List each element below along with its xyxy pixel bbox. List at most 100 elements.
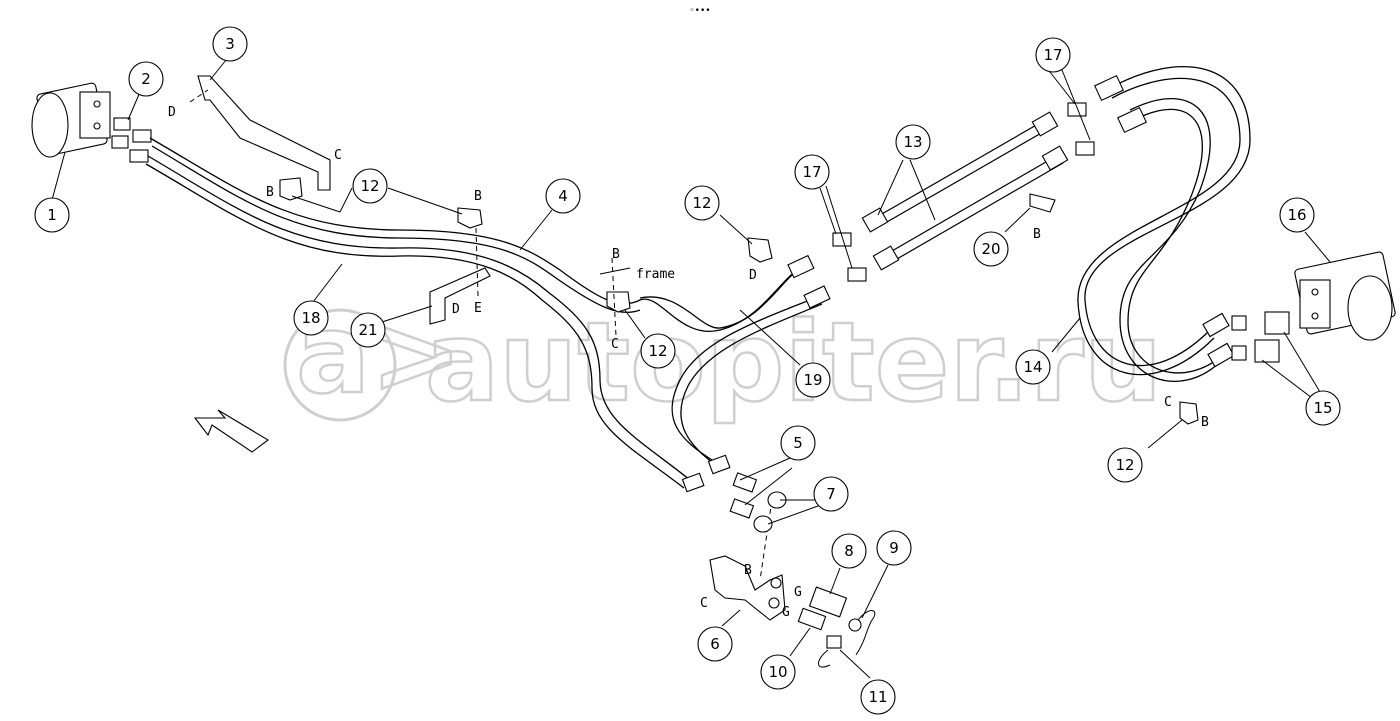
- bracket-3: [197, 75, 331, 191]
- letter-d: D: [749, 268, 757, 283]
- callout-17-a: 17: [1035, 37, 1071, 73]
- elbow-fitting: [1231, 345, 1247, 361]
- callout-12-c: 12: [640, 333, 676, 369]
- plug-11: [826, 635, 842, 649]
- svg-text:14: 14: [1023, 358, 1042, 376]
- callout-14: 14: [1015, 349, 1051, 385]
- letter-g: G: [782, 605, 790, 620]
- fitting-17: [1067, 102, 1087, 117]
- callout-3: 3: [212, 26, 248, 62]
- callout-7: 7: [813, 476, 849, 512]
- bracket-6: [709, 555, 786, 621]
- letter-b: B: [1201, 415, 1209, 430]
- svg-text:4: 4: [558, 187, 568, 205]
- letter-c: C: [334, 148, 342, 163]
- callout-9: 9: [876, 530, 912, 566]
- fitting-17: [832, 232, 852, 247]
- callout-16: 16: [1279, 197, 1315, 233]
- callout-8: 8: [831, 533, 867, 569]
- letter-c: C: [1164, 395, 1172, 410]
- svg-text:12: 12: [1115, 456, 1134, 474]
- cap-9: [848, 618, 862, 632]
- clamp-12: [1179, 401, 1199, 425]
- svg-text:19: 19: [803, 371, 822, 389]
- letter-b: B: [474, 189, 482, 204]
- coupler-8: [808, 586, 848, 618]
- svg-text:12: 12: [360, 177, 379, 195]
- elbow-15: [1254, 339, 1280, 363]
- letter-d: D: [452, 302, 460, 317]
- frame-label: frame: [636, 267, 675, 282]
- callout-17-b: 17: [794, 154, 830, 190]
- callout-13: 13: [895, 124, 931, 160]
- svg-text:10: 10: [768, 663, 787, 681]
- svg-text:18: 18: [301, 309, 320, 327]
- watermark-text: autopiter.ru: [425, 298, 1162, 426]
- svg-text:7: 7: [826, 485, 836, 503]
- fittings-2: [111, 117, 152, 163]
- tube-nut: [1031, 111, 1059, 137]
- svg-text:2: 2: [141, 70, 151, 88]
- callout-1: 1: [34, 197, 70, 233]
- watermark-logo-icon: [283, 308, 397, 422]
- svg-text:12: 12: [648, 342, 667, 360]
- clamp-20: [1029, 193, 1056, 213]
- fitting-5: [729, 498, 755, 519]
- svg-text:21: 21: [358, 321, 377, 339]
- clamp-12: [747, 237, 773, 263]
- callout-21: 21: [350, 312, 386, 348]
- callout-19: 19: [795, 362, 831, 398]
- letter-c: C: [700, 596, 708, 611]
- svg-text:9: 9: [889, 539, 899, 557]
- fitting-10: [797, 607, 827, 631]
- svg-text:15: 15: [1313, 399, 1332, 417]
- svg-text:17: 17: [802, 163, 821, 181]
- letter-b: B: [1033, 227, 1041, 242]
- fitting-5: [732, 472, 758, 493]
- bracket-21: [429, 267, 491, 325]
- callout-11: 11: [860, 679, 896, 715]
- washer-7: [753, 515, 773, 533]
- svg-text:5: 5: [793, 434, 803, 452]
- svg-text:20: 20: [981, 240, 1000, 258]
- callout-6: 6: [697, 626, 733, 662]
- clamp-12: [606, 291, 631, 313]
- fitting-17: [847, 267, 867, 282]
- callout-18: 18: [293, 300, 329, 336]
- elbow-15: [1264, 311, 1290, 335]
- svg-text:16: 16: [1287, 206, 1306, 224]
- callouts: 1 2 3 4 5 6 7 8 9 10 11 12 12 12 12 13 1…: [34, 26, 1341, 715]
- svg-text:11: 11: [868, 688, 887, 706]
- callout-15: 15: [1305, 390, 1341, 426]
- letter-e: E: [474, 301, 482, 316]
- svg-text:17: 17: [1043, 46, 1062, 64]
- letter-b: B: [612, 247, 620, 262]
- callout-12-a: 12: [352, 168, 388, 204]
- fitting-17: [1075, 141, 1095, 156]
- letter-d: D: [168, 105, 176, 120]
- clamp-12: [457, 207, 483, 229]
- letter-b: B: [266, 185, 274, 200]
- callout-20: 20: [973, 231, 1009, 267]
- loader-dots: ◦•••: [689, 6, 710, 16]
- svg-text:1: 1: [47, 206, 57, 224]
- svg-text:8: 8: [844, 542, 854, 560]
- tube-nut: [861, 207, 889, 233]
- clamp: [279, 177, 303, 201]
- svg-text:3: 3: [225, 35, 235, 53]
- svg-text:6: 6: [710, 635, 720, 653]
- callout-12-b: 12: [684, 185, 720, 221]
- callout-5: 5: [780, 425, 816, 461]
- letter-g: G: [794, 585, 802, 600]
- leader-lines: [51, 59, 1331, 679]
- direction-arrow-icon: [193, 409, 269, 453]
- cylinder-right: [1294, 251, 1396, 341]
- letter-c: C: [611, 337, 619, 352]
- callout-2: 2: [128, 61, 164, 97]
- callout-4: 4: [545, 178, 581, 214]
- callout-12-d: 12: [1107, 447, 1143, 483]
- tube-nut: [1041, 145, 1069, 171]
- letter-b: B: [744, 563, 752, 578]
- reference-letters: D C B B E D B frame C D B C B B C G G: [168, 105, 1209, 620]
